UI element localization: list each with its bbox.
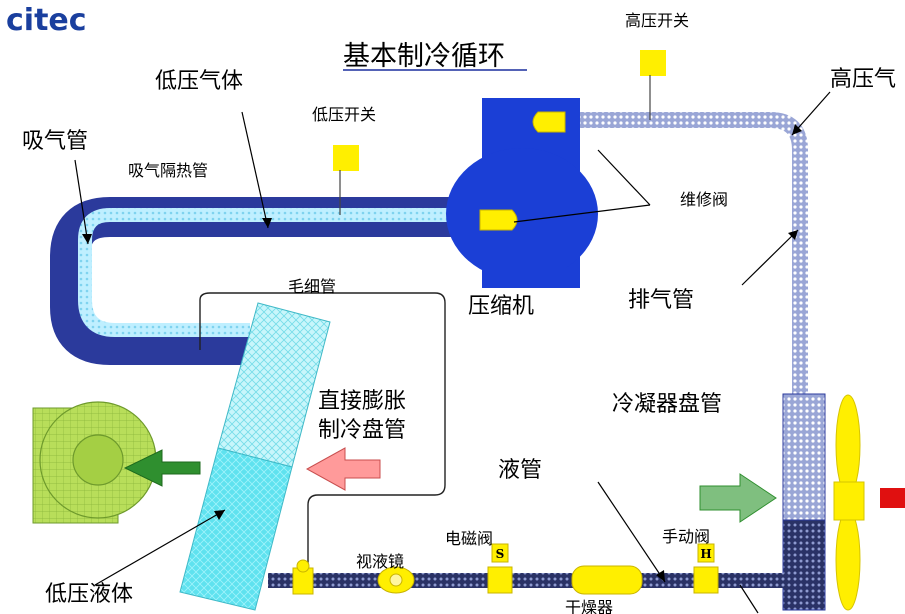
label-liquid-pipe: 液管 [498,458,542,483]
citec-logo: citec [6,3,87,38]
label-dryer: 干燥器 [565,598,613,614]
dryer-icon [571,565,643,595]
label-low-pressure-gas: 低压气体 [155,69,243,94]
manual-valve-icon [693,566,719,594]
label-evaporator-line2: 制冷盘管 [318,418,406,443]
service-valve-discharge [532,111,566,133]
page-title: 基本制冷循环 [343,41,505,72]
evaporator-coil-lower [179,447,293,611]
label-sight-glass: 视液镜 [356,552,404,571]
airflow-arrow-left [123,449,201,487]
label-evaporator-line1: 直接膨胀 [318,389,406,414]
label-capillary: 毛细管 [288,277,336,296]
fan-motor-icon [880,488,905,508]
compressor-shell [446,148,598,280]
label-compressor: 压缩机 [468,294,534,319]
service-valve-suction [479,209,518,231]
solenoid-mark: S [496,547,505,561]
label-high-pressure-gas: 高压气 [830,67,896,92]
label-high-pressure-switch: 高压开关 [625,11,689,30]
low-pressure-switch-icon [333,145,359,171]
label-suction-insulation: 吸气隔热管 [128,161,208,180]
label-discharge-pipe: 排气管 [628,288,694,313]
label-low-pressure-liquid: 低压液体 [45,582,133,607]
label-suction-pipe: 吸气管 [22,129,88,154]
high-pressure-switch-icon [640,50,666,76]
label-condenser-coil: 冷凝器盘管 [612,392,722,417]
label-solenoid-valve: 电磁阀 [445,529,493,548]
condenser-coil-liquid [782,519,826,611]
discharge-pipe [520,112,808,395]
condenser-coil [782,393,826,521]
label-manual-valve: 手动阀 [662,527,710,546]
label-service-valve: 维修阀 [680,190,728,209]
suction-insulation-pipe [78,208,480,337]
heat-arrow [305,447,381,491]
manual-mark: H [700,547,711,561]
capillary-tube [199,292,446,575]
label-low-pressure-switch: 低压开关 [312,105,376,124]
airflow-arrow-right [699,473,777,523]
solenoid-valve-icon [487,566,513,594]
condenser-fan-icon [835,394,861,496]
